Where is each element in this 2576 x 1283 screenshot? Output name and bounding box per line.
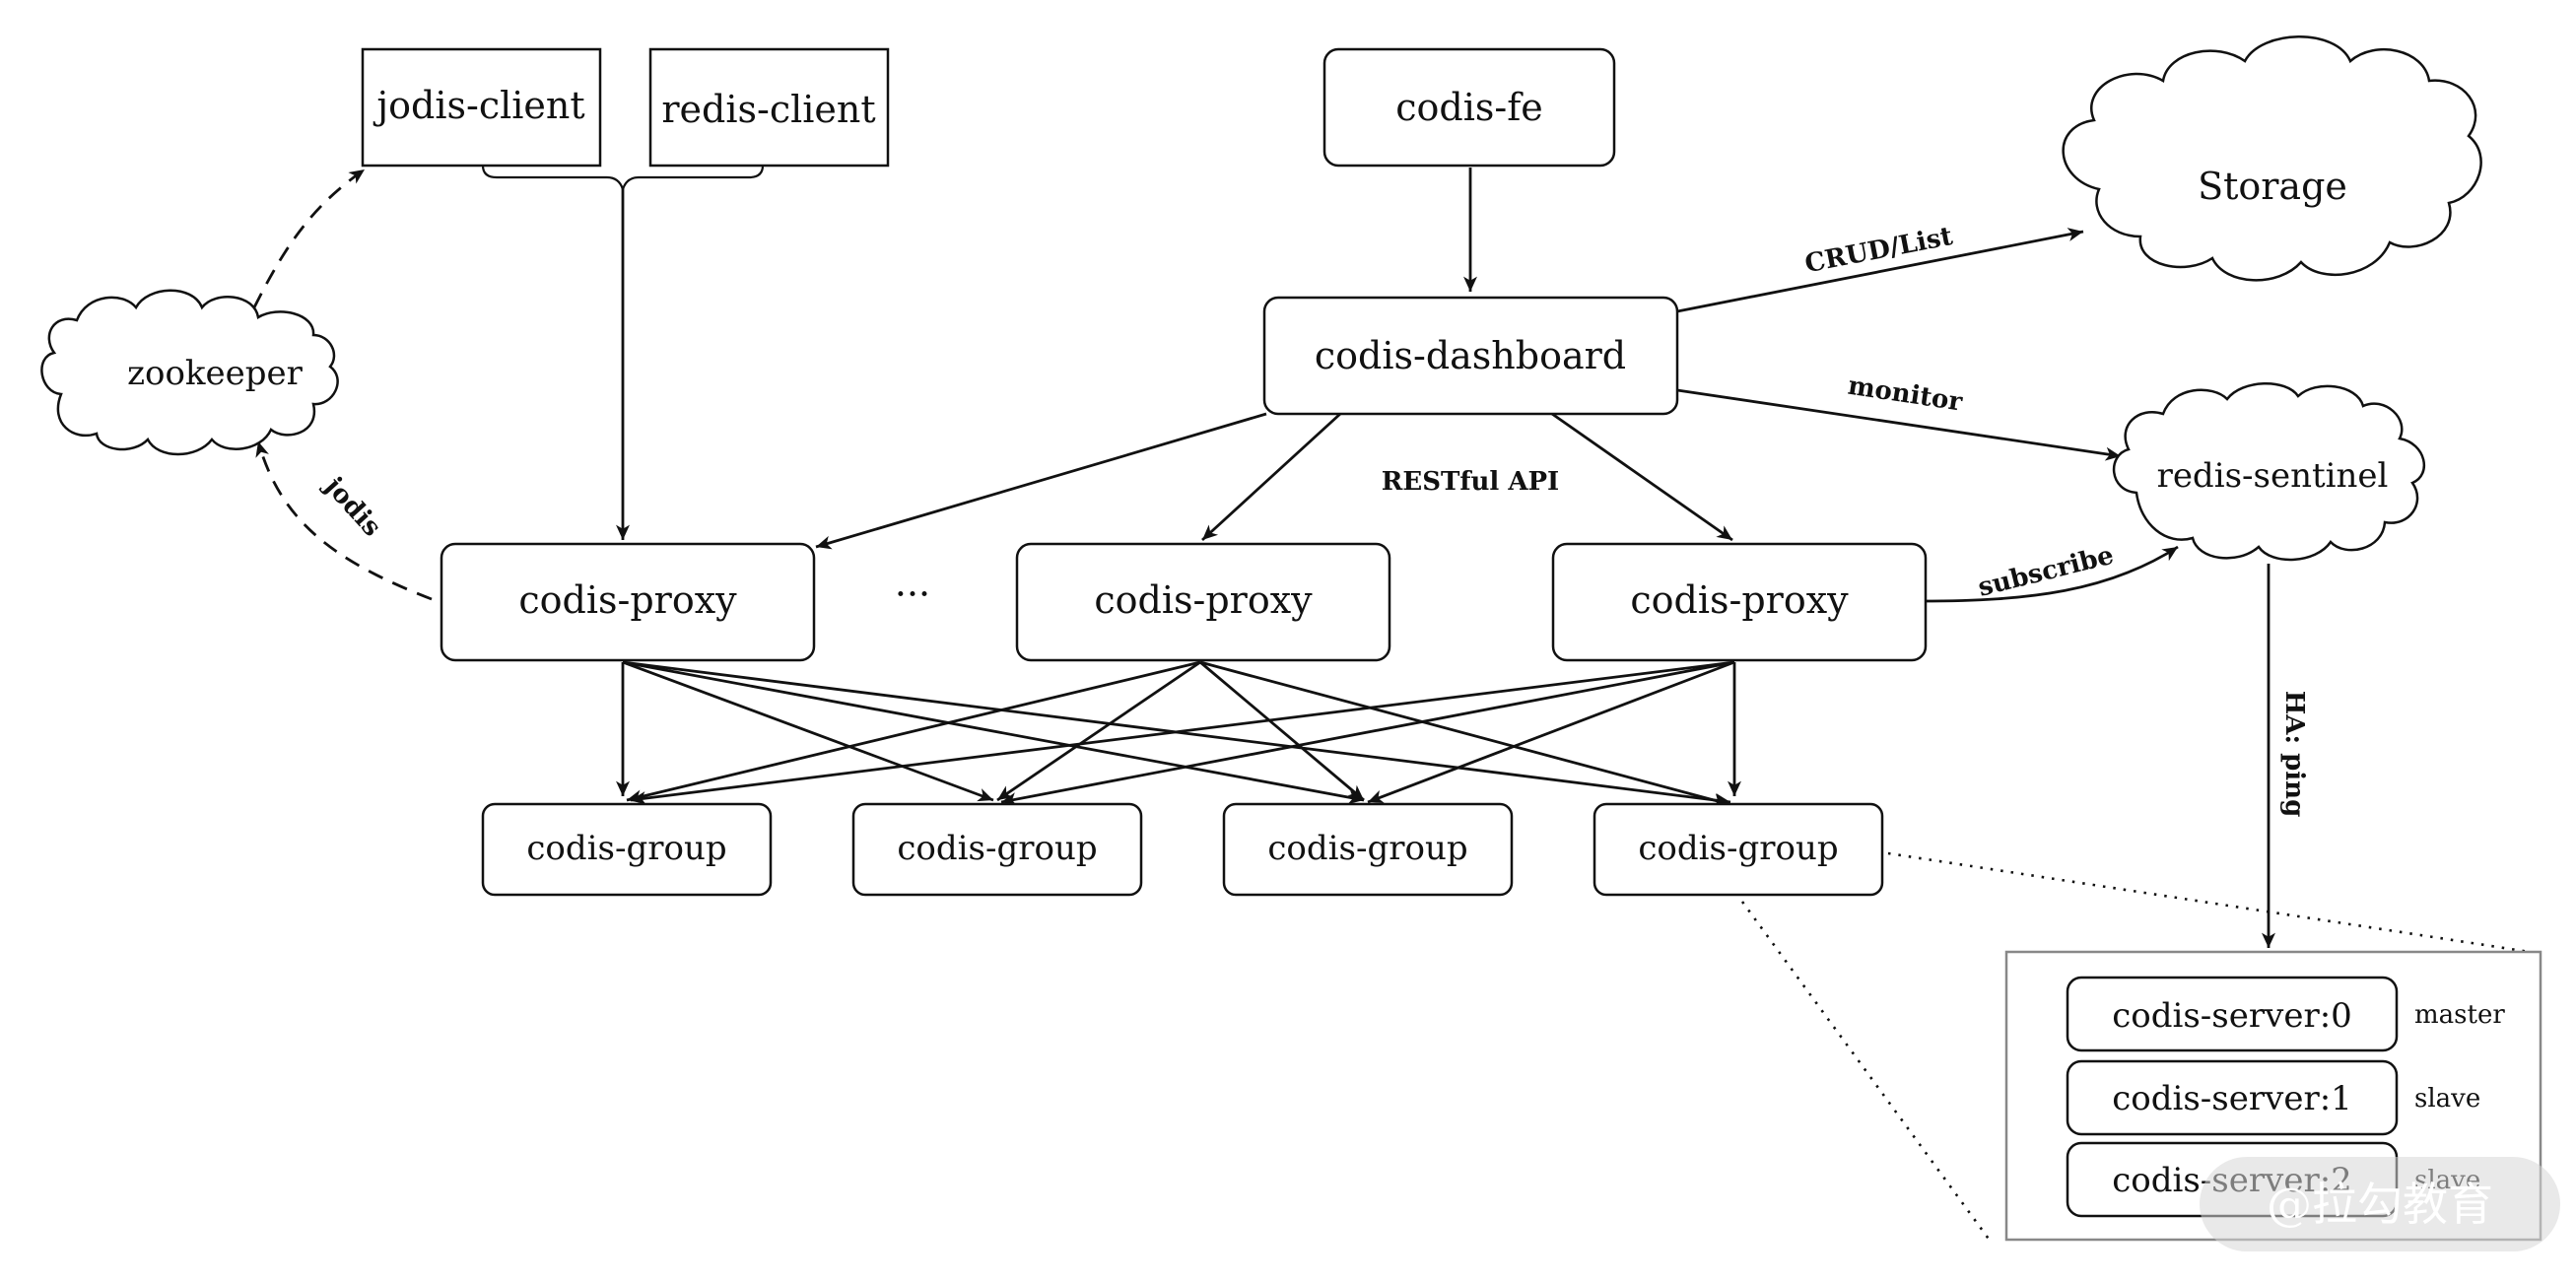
zookeeper-label: zookeeper [127, 354, 304, 393]
codis-fe-node: codis-fe [1322, 47, 1616, 168]
storage-label: Storage [2198, 165, 2347, 208]
clients-brace [481, 165, 765, 193]
codis-group-label-1: codis-group [526, 829, 726, 868]
edge-label-ha: HA: ping [2279, 691, 2309, 818]
redis-sentinel-label: redis-sentinel [2157, 456, 2389, 496]
proxy-group-mesh [616, 660, 1741, 808]
edge-dashboard-to-proxy-2 [1201, 412, 1341, 542]
edge-zookeeper-to-jodis-client [252, 168, 366, 308]
codis-dashboard-node: codis-dashboard [1262, 296, 1679, 416]
jodis-client-node: jodis-client [361, 47, 602, 168]
server-role-0: master [2414, 1000, 2505, 1030]
edge-dashboard-to-proxy-3 [1551, 412, 1733, 542]
edge-labels: CRUD/List monitor RESTful API subscribe … [317, 222, 2309, 817]
watermark: @拉勾教育 [2200, 1157, 2560, 1251]
codis-proxy-node-3: codis-proxy [1551, 542, 1928, 662]
server-role-1: slave [2414, 1084, 2480, 1114]
codis-server-node-0: codis-server:0 [2066, 976, 2399, 1052]
codis-proxy-label-2: codis-proxy [1094, 578, 1313, 622]
watermark-text: @拉勾教育 [2267, 1178, 2493, 1231]
codis-proxy-label-3: codis-proxy [1630, 578, 1849, 622]
codis-proxy-label-1: codis-proxy [518, 578, 737, 622]
edge-label-monitor: monitor [1846, 371, 1964, 418]
edge-label-restful: RESTful API [1382, 467, 1559, 497]
codis-proxy-node-1: codis-proxy [440, 542, 816, 662]
storage-cloud: Storage [2062, 35, 2482, 282]
codis-group-node-3: codis-group [1222, 802, 1514, 897]
codis-server-node-1: codis-server:1 [2066, 1059, 2399, 1136]
codis-server-label-0: codis-server:0 [2112, 996, 2352, 1036]
jodis-client-label: jodis-client [373, 84, 584, 127]
edge-dashboard-to-proxy-1 [815, 412, 1267, 550]
redis-sentinel-cloud: redis-sentinel [2112, 382, 2426, 562]
codis-server-label-1: codis-server:1 [2112, 1079, 2352, 1118]
codis-group-node-2: codis-group [851, 802, 1143, 897]
edge-proxy-to-zookeeper [255, 440, 433, 601]
edge-dashboard-to-sentinel [1676, 388, 2122, 461]
codis-dashboard-label: codis-dashboard [1315, 334, 1626, 377]
zookeeper-cloud: zookeeper [40, 289, 339, 456]
codis-proxy-node-2: codis-proxy [1015, 542, 1391, 662]
codis-group-label-2: codis-group [897, 829, 1097, 868]
codis-group-node-1: codis-group [481, 802, 773, 897]
codis-fe-label: codis-fe [1395, 86, 1543, 129]
edge-proxy-subscribe [1921, 545, 2179, 603]
codis-group-node-4: codis-group [1593, 802, 1884, 897]
edge-dashboard-to-storage [1676, 228, 2084, 313]
edges [252, 165, 2543, 1243]
redis-client-node: redis-client [648, 47, 890, 168]
proxy-ellipsis: ··· [895, 573, 930, 616]
codis-group-label-3: codis-group [1267, 829, 1467, 868]
zoom-line-bottom [1740, 901, 1993, 1243]
codis-group-label-4: codis-group [1638, 829, 1838, 868]
zoom-line-top [1887, 851, 2543, 956]
edge-label-jodis: jodis [317, 470, 386, 542]
redis-client-label: redis-client [661, 88, 875, 131]
